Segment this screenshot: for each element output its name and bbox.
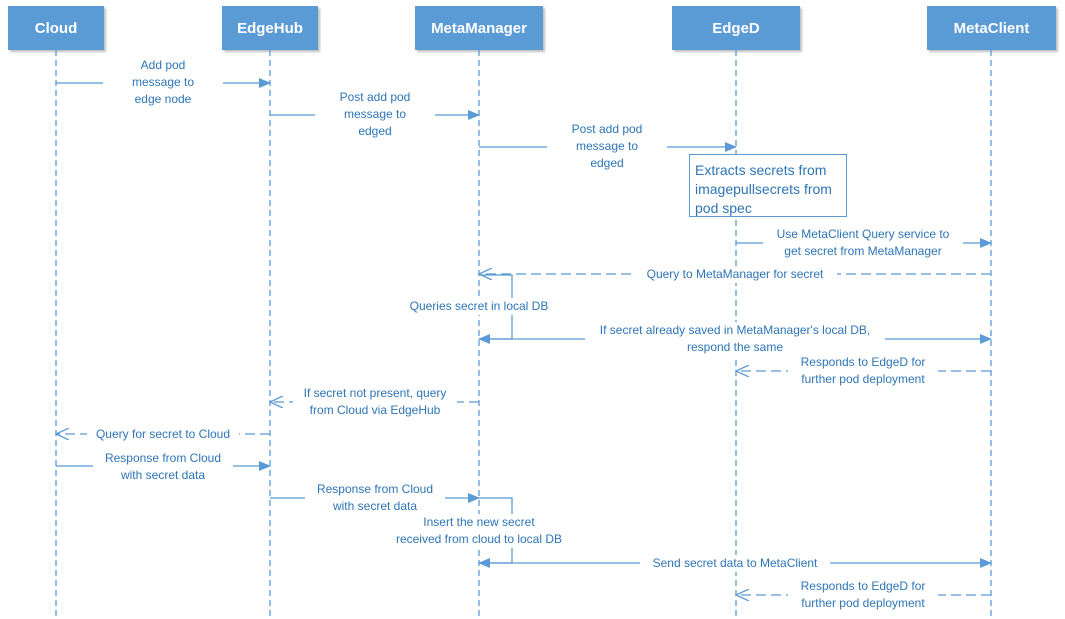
message-label: If secret already saved in MetaManager's…: [585, 322, 885, 356]
participant-edged: EdgeD: [672, 6, 800, 50]
participant-metaclient: MetaClient: [927, 6, 1056, 50]
message-label: Queries secret in local DB: [400, 298, 558, 315]
message-label: Send secret data to MetaClient: [640, 555, 830, 572]
note-line: imagepullsecrets from: [695, 181, 832, 197]
note-line: Extracts secrets from: [695, 162, 827, 178]
participant-cloud: Cloud: [8, 6, 104, 50]
note-extract-secrets: Extracts secrets from imagepullsecrets f…: [689, 154, 847, 217]
participant-metamanager: MetaManager: [415, 6, 543, 50]
note-line: pod spec: [695, 200, 752, 216]
participant-edgehub: EdgeHub: [222, 6, 318, 50]
message-label: Query to MetaManager for secret: [633, 266, 837, 283]
message-label: Query for secret to Cloud: [87, 426, 239, 443]
